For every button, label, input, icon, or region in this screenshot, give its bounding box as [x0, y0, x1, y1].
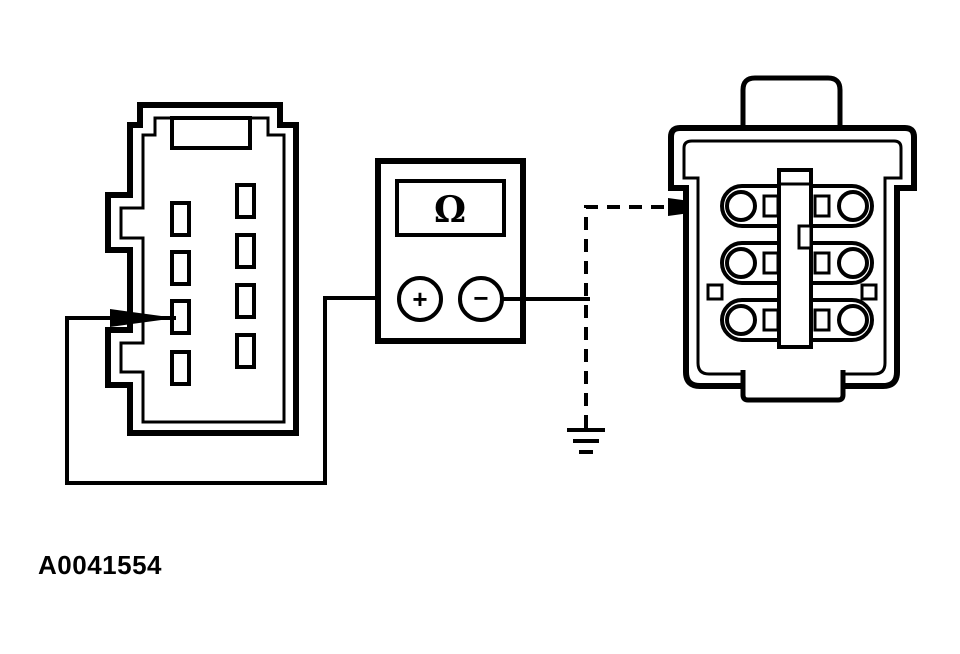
- side-notch: [706, 283, 724, 301]
- pin-slot: [235, 233, 256, 269]
- pin-slot: [235, 183, 256, 219]
- positive-terminal: [397, 276, 443, 322]
- ohmmeter-symbol: Ω: [434, 189, 466, 231]
- left-connector-latch: [170, 116, 252, 150]
- pin-slot: [235, 283, 256, 319]
- figure-id: A0041554: [38, 550, 162, 580]
- pin-slot: [170, 250, 191, 286]
- pin-slot: [235, 333, 256, 369]
- side-notch: [860, 283, 878, 301]
- positive-terminal-sign: +: [412, 284, 427, 314]
- locking-bar-tab: [797, 224, 813, 250]
- ground-icon: [567, 428, 605, 454]
- ohmmeter-display: [395, 179, 506, 237]
- dashed-test-lead: [584, 205, 672, 428]
- pin-slot: [170, 201, 191, 237]
- ohmmeter-icon: Ω + −: [375, 158, 526, 344]
- left-connector-inner-wall: [119, 116, 286, 424]
- pin-slot: [170, 350, 191, 386]
- locking-bar: [777, 168, 813, 349]
- positive-lead-wire: [65, 296, 399, 485]
- right-connector-top-latch: [740, 75, 843, 140]
- negative-terminal-sign: −: [473, 283, 488, 313]
- right-connector: [668, 75, 917, 403]
- right-connector-bottom-latch: [740, 370, 846, 403]
- left-connector: [105, 102, 299, 436]
- probe-arrow-icon: [108, 309, 176, 327]
